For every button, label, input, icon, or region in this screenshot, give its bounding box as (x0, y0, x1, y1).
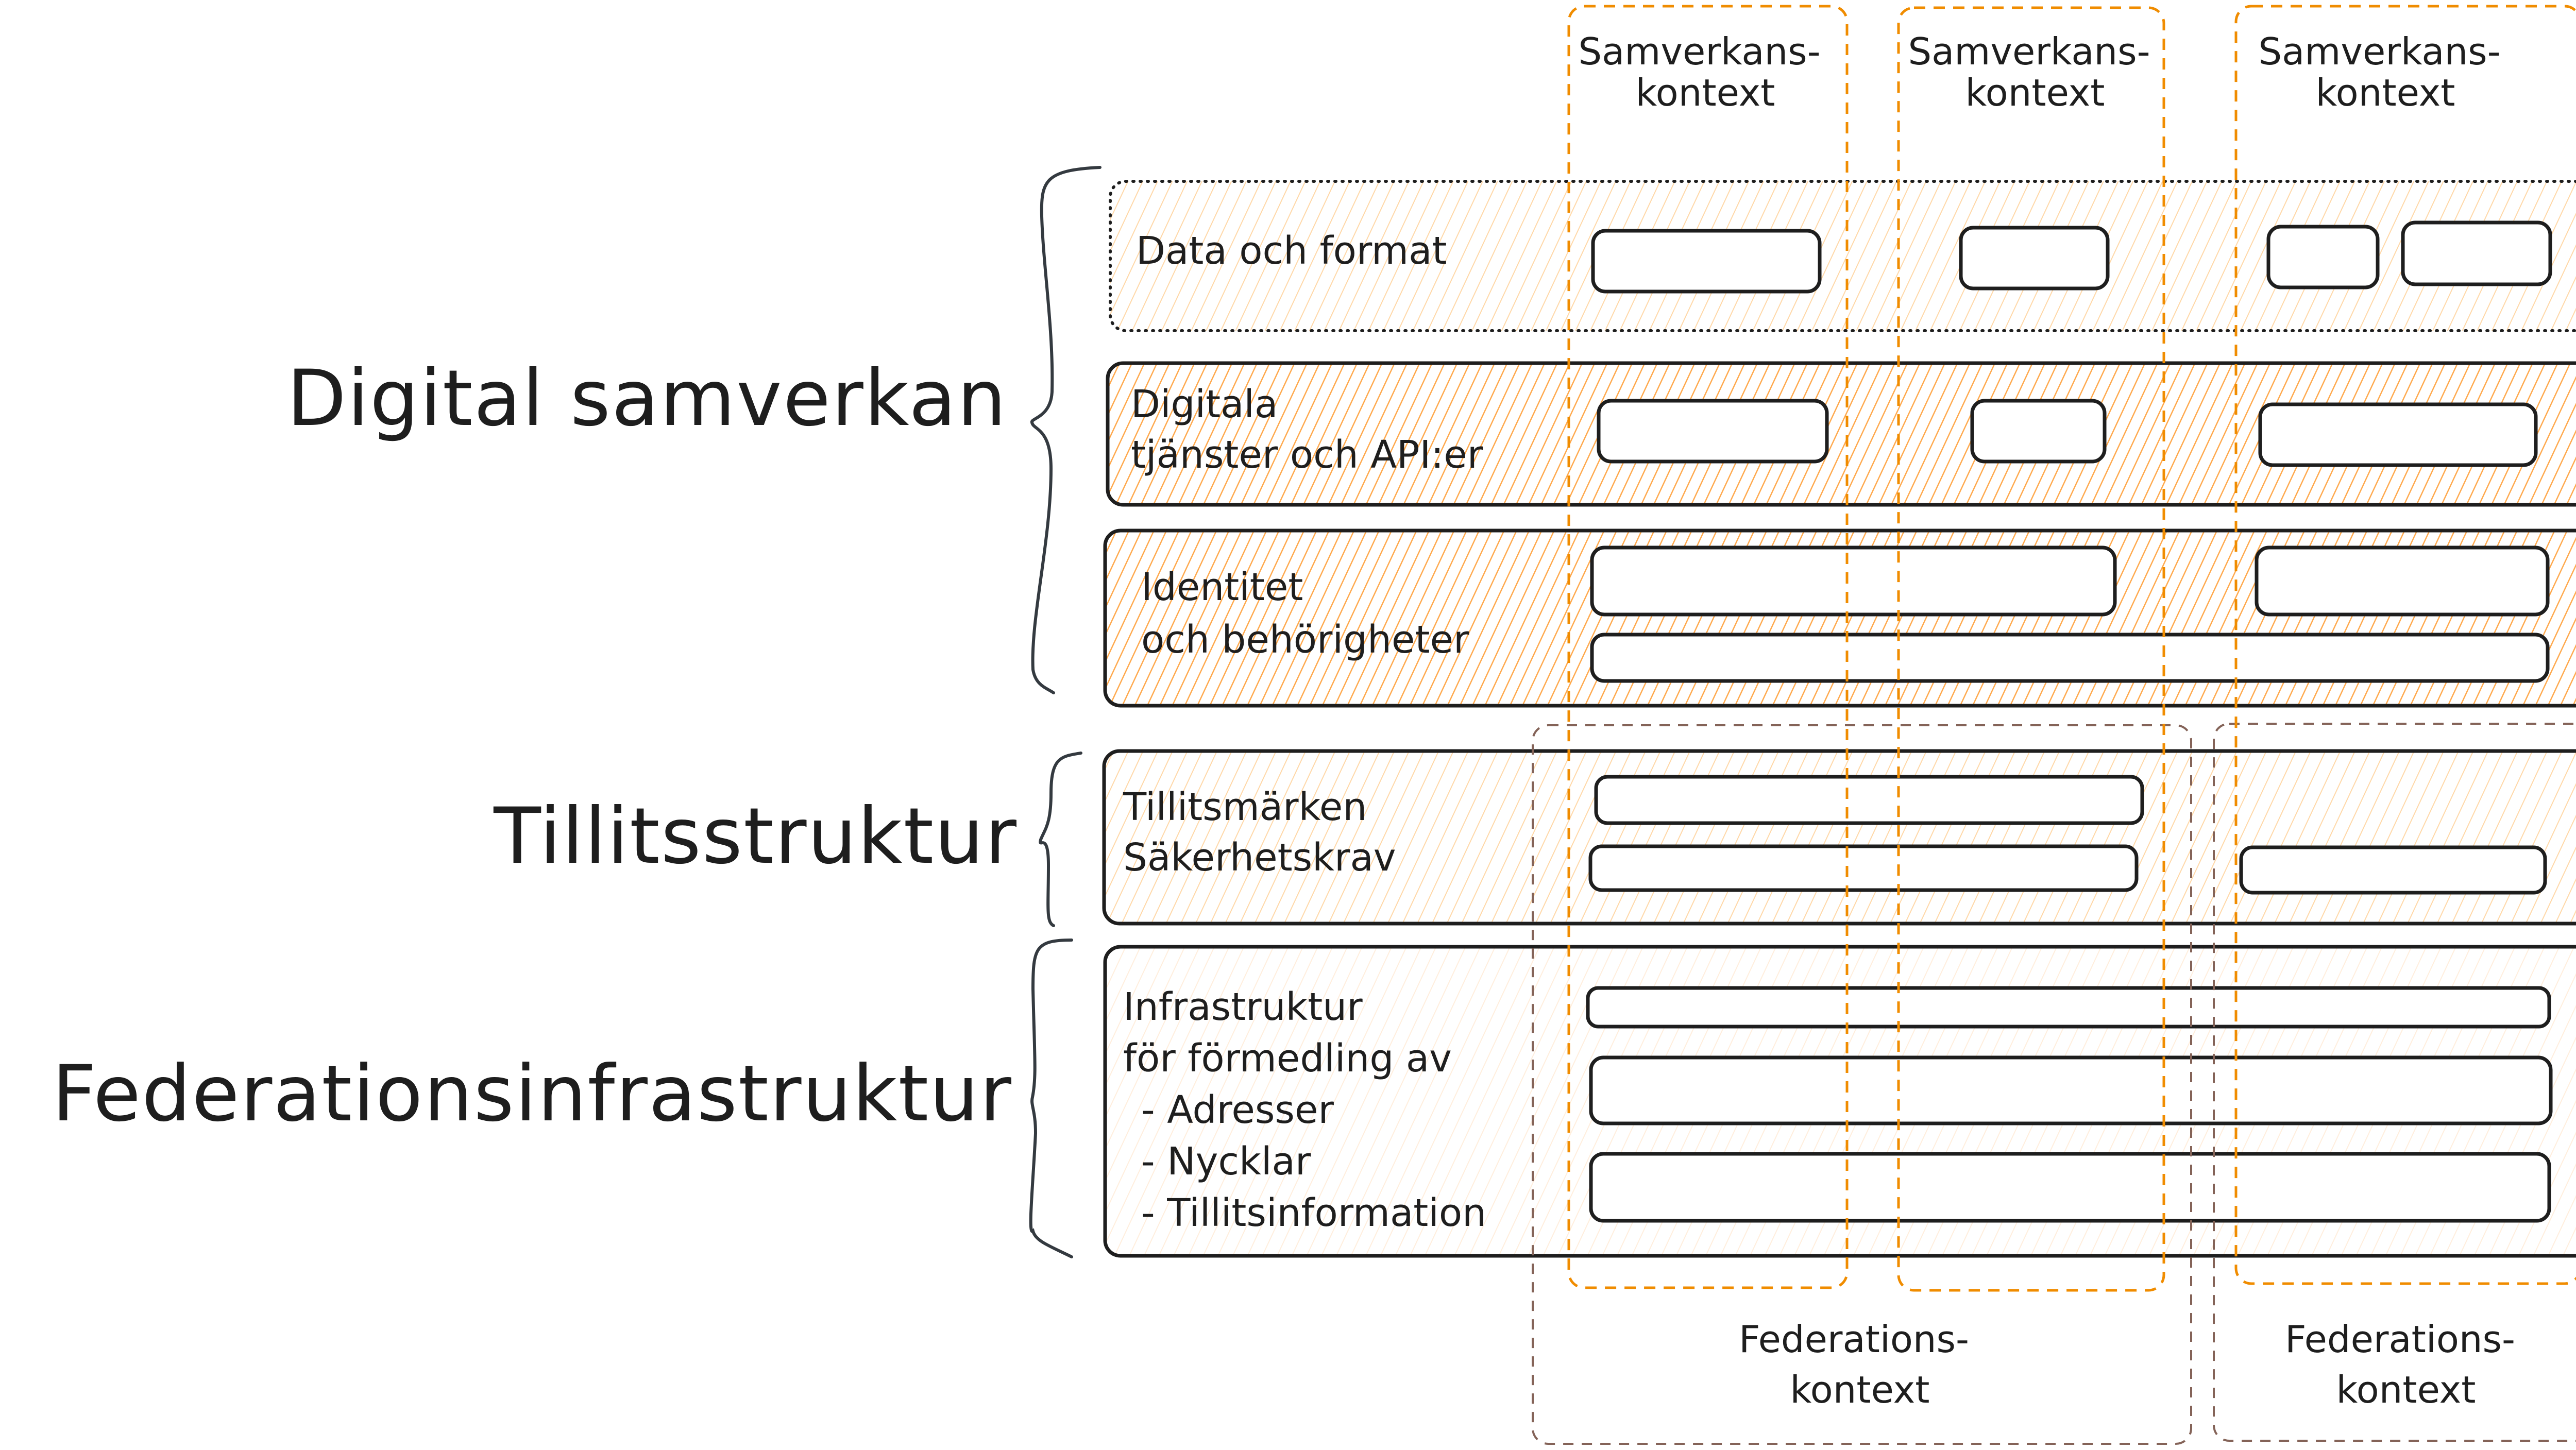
row-label-line: - Nycklar (1141, 1139, 1311, 1184)
ctx-label-line: kontext (2316, 71, 2455, 114)
group-label-federationsinfrastruktur: Federationsinfrastruktur (52, 1049, 1012, 1139)
federationskontext-boundary (1532, 724, 2192, 1445)
component-box (1597, 399, 1829, 464)
federationskontext-1: Federations- kontext (1532, 724, 2192, 1445)
component-box (1970, 399, 2107, 464)
samverkanskontext-label: Samverkans- kontext (1578, 30, 1832, 114)
row-label: Data och format (1136, 229, 1447, 273)
ctx-label-line: Samverkans- (1578, 30, 1820, 73)
federationskontext-label: Federations- kontext (2285, 1318, 2527, 1411)
row-label-line: Infrastruktur (1123, 985, 1363, 1029)
row-box (1102, 749, 2576, 926)
row-label-line: Digitala (1131, 382, 1278, 427)
ctx-label-line: kontext (1636, 71, 1775, 114)
row-label-line: Tillitsmärken (1123, 785, 1367, 829)
group-label-tillitsstruktur: Tillitsstruktur (493, 792, 1018, 881)
ctx-label-line: kontext (2336, 1368, 2476, 1411)
row-label-line: och behörigheter (1141, 618, 1469, 662)
row-label-line: Identitet (1141, 565, 1303, 609)
component-box (2239, 845, 2547, 895)
row-box (1109, 180, 2576, 332)
row-label: Digitala tjänster och API:er (1131, 382, 1483, 477)
component-box (2401, 220, 2552, 286)
ctx-label-line: kontext (1790, 1368, 1930, 1411)
samverkanskontext-1: Samverkans- kontext (1567, 5, 1849, 1289)
ctx-label-line: kontext (1965, 71, 2105, 114)
federationskontext-boundary (2213, 723, 2576, 1442)
component-box (2266, 225, 2380, 289)
component-box (1589, 1152, 2551, 1223)
component-box (1591, 229, 1822, 294)
component-box (1594, 775, 2144, 825)
brace-tillitsstruktur (1039, 752, 1082, 927)
row-digitala-tjanster: Digitala tjänster och API:er (1106, 361, 2576, 507)
row-label: Identitet och behörigheter (1141, 565, 1469, 662)
component-box (1590, 633, 2550, 683)
samverkanskontext-2: Samverkans- kontext (1897, 6, 2165, 1292)
row-label-line: - Adresser (1141, 1088, 1334, 1132)
samverkanskontext-3: Samverkans- kontext (2234, 5, 2576, 1285)
ctx-label-line: Federations- (1739, 1318, 1969, 1361)
federationskontext-2: Federations- kontext (2213, 723, 2576, 1442)
row-label-line: för förmedling av (1123, 1036, 1452, 1081)
row-identitet: Identitet och behörigheter (1103, 528, 2576, 708)
row-label-line: Data och format (1136, 229, 1447, 273)
component-box (2255, 545, 2550, 617)
component-box (2258, 402, 2538, 467)
row-label-line: - Tillitsinformation (1141, 1191, 1486, 1235)
ctx-label-line: Samverkans- (1908, 30, 2150, 73)
row-label: Infrastruktur för förmedling av - Adress… (1123, 985, 1486, 1235)
group-label-digital-samverkan: Digital samverkan (287, 354, 1007, 443)
row-label-line: Säkerhetskrav (1123, 835, 1396, 880)
samverkanskontext-label: Samverkans- kontext (1908, 30, 2162, 114)
brace-digital-samverkan (1030, 166, 1101, 694)
ctx-label-line: Federations- (2285, 1318, 2515, 1361)
samverkanskontext-label: Samverkans- kontext (2258, 30, 2512, 114)
row-label-line: tjänster och API:er (1131, 433, 1483, 477)
ctx-label-line: Samverkans- (2258, 30, 2500, 73)
samverkanskontext-boundary (1567, 5, 1849, 1289)
brace-federationsinfrastruktur (1029, 939, 1073, 1258)
component-box (1590, 545, 2117, 617)
component-box (1959, 226, 2110, 291)
federationskontext-label: Federations- kontext (1739, 1318, 1981, 1411)
row-tillit: Tillitsmärken Säkerhetskrav (1102, 749, 2576, 926)
component-box (1588, 844, 2139, 892)
samverkanskontext-boundary (2234, 5, 2576, 1285)
row-federationsinfrastruktur: Infrastruktur för förmedling av - Adress… (1103, 945, 2576, 1258)
component-box (1586, 986, 2551, 1029)
row-label: Tillitsmärken Säkerhetskrav (1123, 785, 1396, 880)
row-box (1106, 361, 2576, 507)
samverkanskontext-boundary (1897, 6, 2165, 1292)
row-data-och-format: Data och format (1109, 180, 2576, 332)
component-box (1589, 1055, 2553, 1125)
